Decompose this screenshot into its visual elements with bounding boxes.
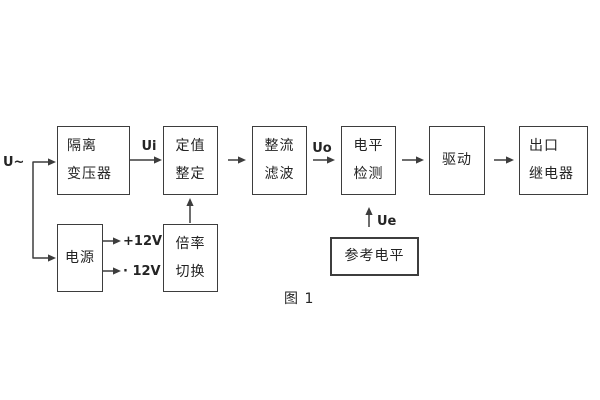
block-label-line: 变压器 xyxy=(67,166,112,182)
block-label-line: 切换 xyxy=(175,263,206,280)
block-label-line: 整定 xyxy=(175,166,206,182)
block-label-line: 滤波 xyxy=(264,166,295,182)
block-reference-level: 参考电平 xyxy=(330,237,419,276)
block-label-line: 驱动 xyxy=(442,152,472,168)
block-driver: 驱动 xyxy=(429,126,485,195)
input-branch-connector xyxy=(32,161,49,259)
block-label-line: 电源 xyxy=(65,249,95,266)
block-label-line: 倍率 xyxy=(175,235,206,252)
block-label-line: 整流 xyxy=(264,138,295,154)
figure-caption: 图 1 xyxy=(284,291,315,307)
ui-signal-label: Ui xyxy=(141,139,157,154)
block-label-line: 电平 xyxy=(353,138,384,154)
block-setpoint-setting: 定值 整定 xyxy=(163,126,218,195)
input-voltage-label: U~ xyxy=(3,155,25,170)
block-isolation-transformer: 隔离 变压器 xyxy=(57,126,130,195)
block-label-line: 参考电平 xyxy=(344,248,405,264)
positive-12v-label: +12V xyxy=(123,234,163,249)
ue-signal-label: Ue xyxy=(377,214,397,229)
block-label-line: 继电器 xyxy=(529,166,574,182)
arrowheads xyxy=(48,156,514,275)
block-output-relay: 出口 继电器 xyxy=(519,126,588,195)
block-rectifier-filter: 整流 滤波 xyxy=(252,126,307,195)
block-level-detection: 电平 检测 xyxy=(341,126,396,195)
block-ratio-switching: 倍率 切换 xyxy=(163,224,218,292)
block-label-line: 定值 xyxy=(175,138,206,154)
block-label-line: 隔离 xyxy=(67,138,97,154)
block-power-supply: 电源 xyxy=(57,224,103,292)
block-label-line: 出口 xyxy=(529,138,559,154)
block-label-line: 检测 xyxy=(353,166,384,182)
uo-signal-label: Uo xyxy=(312,141,332,156)
negative-12v-label: · 12V xyxy=(123,264,161,279)
